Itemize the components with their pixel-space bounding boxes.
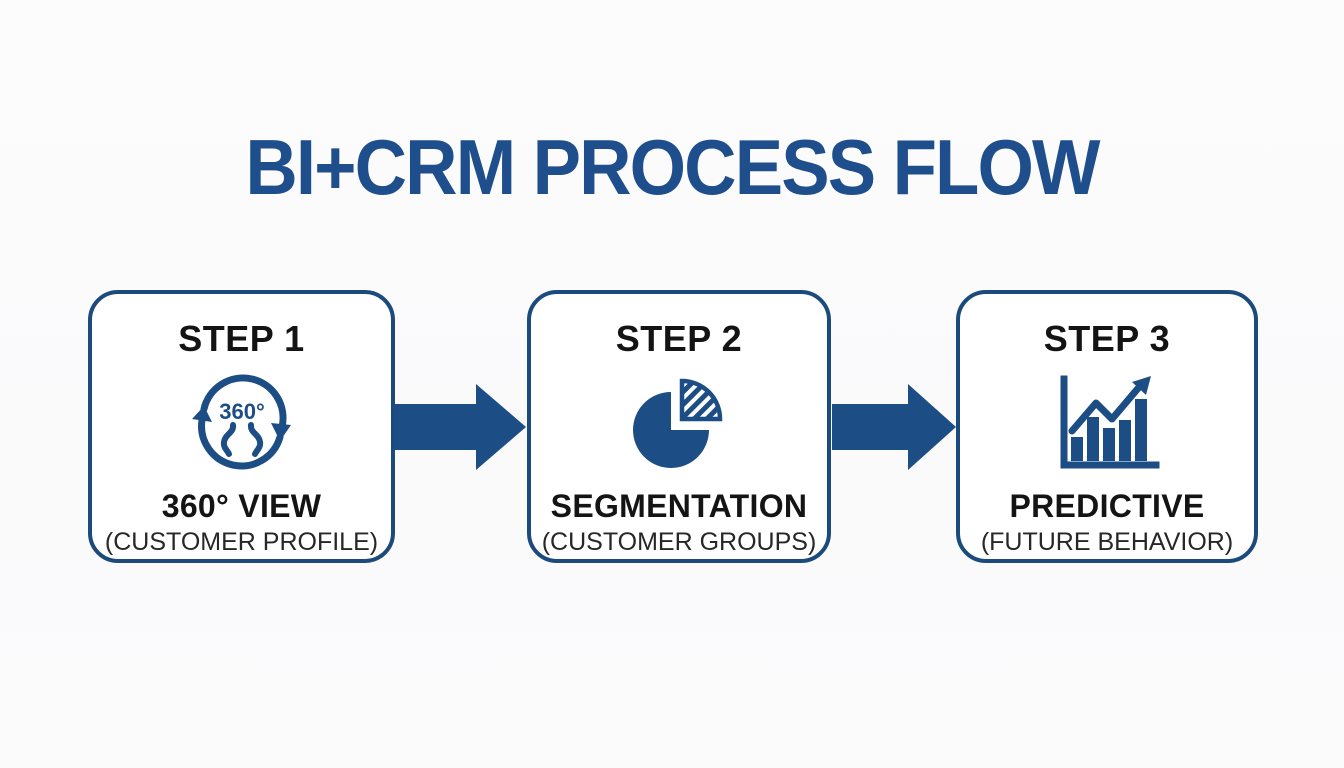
- 360-rotation-icon: 360°: [187, 362, 297, 484]
- diagram-title: BI+CRM PROCESS FLOW: [245, 123, 1100, 211]
- step-1-card: STEP 1 360° 360° VIEW (CUSTOMER PROFILE): [88, 290, 395, 563]
- step-2-name: SEGMENTATION: [550, 488, 808, 524]
- pie-chart-icon: [625, 362, 733, 484]
- right-arrow-icon: [394, 384, 526, 470]
- step-3-name: PREDICTIVE: [1009, 488, 1205, 524]
- rotation-degrees-label: 360°: [219, 399, 265, 424]
- step-1-name: 360° VIEW: [161, 488, 322, 524]
- step-3-card: STEP 3 PREDICTIVE (FUTURE BEHAVIOR): [956, 290, 1258, 563]
- step-3-label: STEP 3: [1043, 318, 1171, 359]
- step-3-subtitle: (FUTURE BEHAVIOR): [980, 528, 1234, 556]
- step-2-card: STEP 2 SEGMENTATION (CUSTOMER GROUPS): [527, 290, 831, 563]
- step-2-label: STEP 2: [615, 318, 743, 359]
- bar-chart-trend-icon: [1050, 362, 1164, 484]
- step-2-subtitle: (CUSTOMER GROUPS): [541, 528, 817, 556]
- step-1-label: STEP 1: [178, 318, 305, 359]
- right-arrow-icon: [832, 384, 956, 470]
- step-1-subtitle: (CUSTOMER PROFILE): [104, 528, 379, 556]
